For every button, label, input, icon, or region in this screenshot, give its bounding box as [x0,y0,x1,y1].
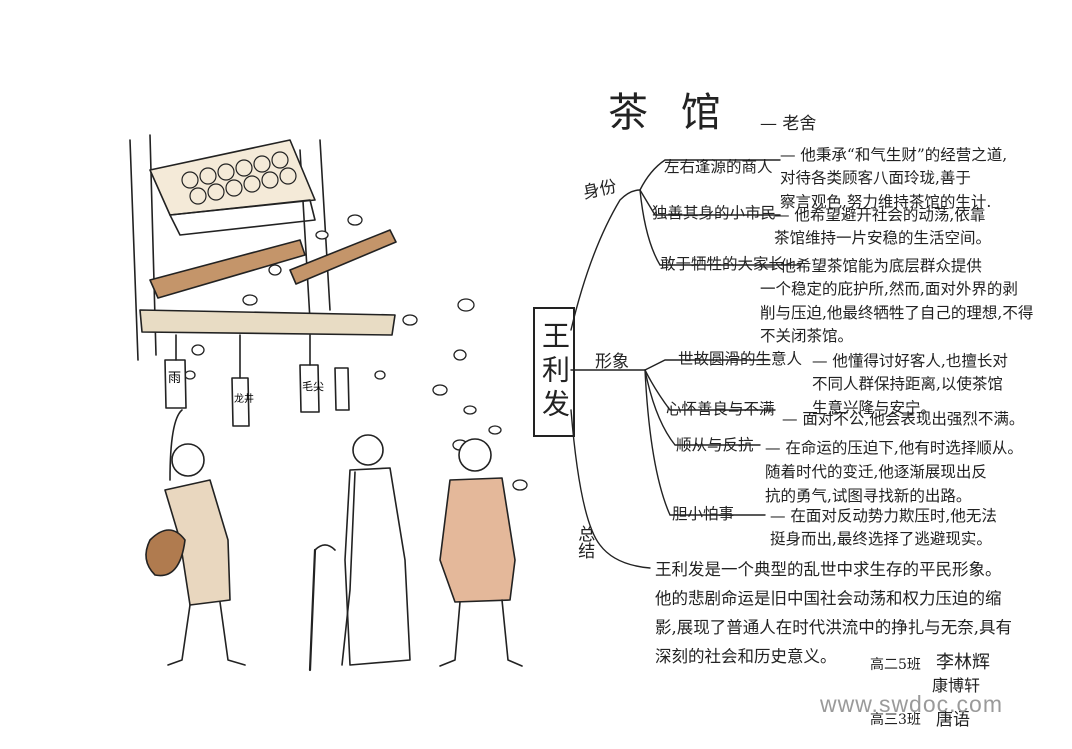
branch-line-summary [570,409,651,569]
sign-maojian-text: 毛尖 [302,380,324,393]
falling-beam [149,239,306,299]
image-label-3: 胆小怕事 [672,505,735,523]
poster-title: 茶 馆 [608,90,731,136]
branch-image: 形象 [595,352,629,372]
credit-name-1: 李林辉 [936,652,990,673]
figure-middle [308,434,411,672]
image-text-0: — 他懂得讨好客人,也擅长对 不同人群保持距离,以使茶馆 生意兴隆与安宁。 [812,352,1008,417]
sign-longjing-text: 龙井 [234,392,254,405]
identity-label-2: 敢于牺牲的大家长 [660,255,785,273]
sign-rain [164,359,187,409]
image-label-2: 顺从与反抗 [676,436,754,454]
central-node: 王利发 [533,307,575,437]
figure-right [439,438,523,667]
branch-summary: 总结 [574,525,595,559]
image-text-2: — 在命运的压迫下,他有时选择顺从。 随着时代的变迁,他逐渐展现出反 抗的勇气,… [765,439,1023,506]
credit-class-2: 高三3班 [870,712,921,728]
author-name: — 老舍 [760,114,817,134]
identity-label-0: 左右逢源的商人 [664,158,773,176]
credit-name-2: 康博轩 [932,676,981,695]
identity-text-1: — 他希望避开社会的动荡,依靠 茶馆维持一片安稳的生活空间。 [774,206,992,248]
sign-rain-text: 雨 [168,371,181,386]
summary-text: 王利发是一个典型的乱世中求生存的平民形象。 他的悲剧命运是旧中国社会动荡和权力压… [655,560,1012,666]
figure-left [145,409,246,666]
watermark: www.swdoc.com [820,691,1003,717]
credit-class-1: 高二5班 [870,657,921,673]
image-label-1: 心怀善良与不满 [666,400,775,418]
sign-maojian [299,364,320,413]
lintel [139,309,396,336]
debris [184,214,528,491]
image-label-0: 世故圆滑的生意人 [678,350,803,368]
sign-longjing [231,377,250,427]
image-text-3: — 在面对反动势力欺压时,他无法 挺身而出,最终选择了逃避现实。 [770,507,997,549]
roof-tiles [181,151,297,205]
credit-name-3: 唐语 [936,710,970,730]
branch-line-identity [570,189,641,331]
identity-text-0: — 他秉承“和气生财”的经营之道, 对待各类顾客八面玲珑,善于 察言观色,努力维… [780,146,1008,211]
identity-label-1: 独善其身的小市民 [652,204,777,222]
pillar-left [129,139,139,361]
identity-text-2: — 他希望茶馆能为底层群众提供 一个稳定的庇护所,然而,面对外界的剥 削与压迫,… [760,257,1034,345]
teahouse-illustration: 雨 龙井 毛尖 [129,134,528,672]
image-text-1: — 面对不公,他会表现出强烈不满。 [782,410,1025,428]
